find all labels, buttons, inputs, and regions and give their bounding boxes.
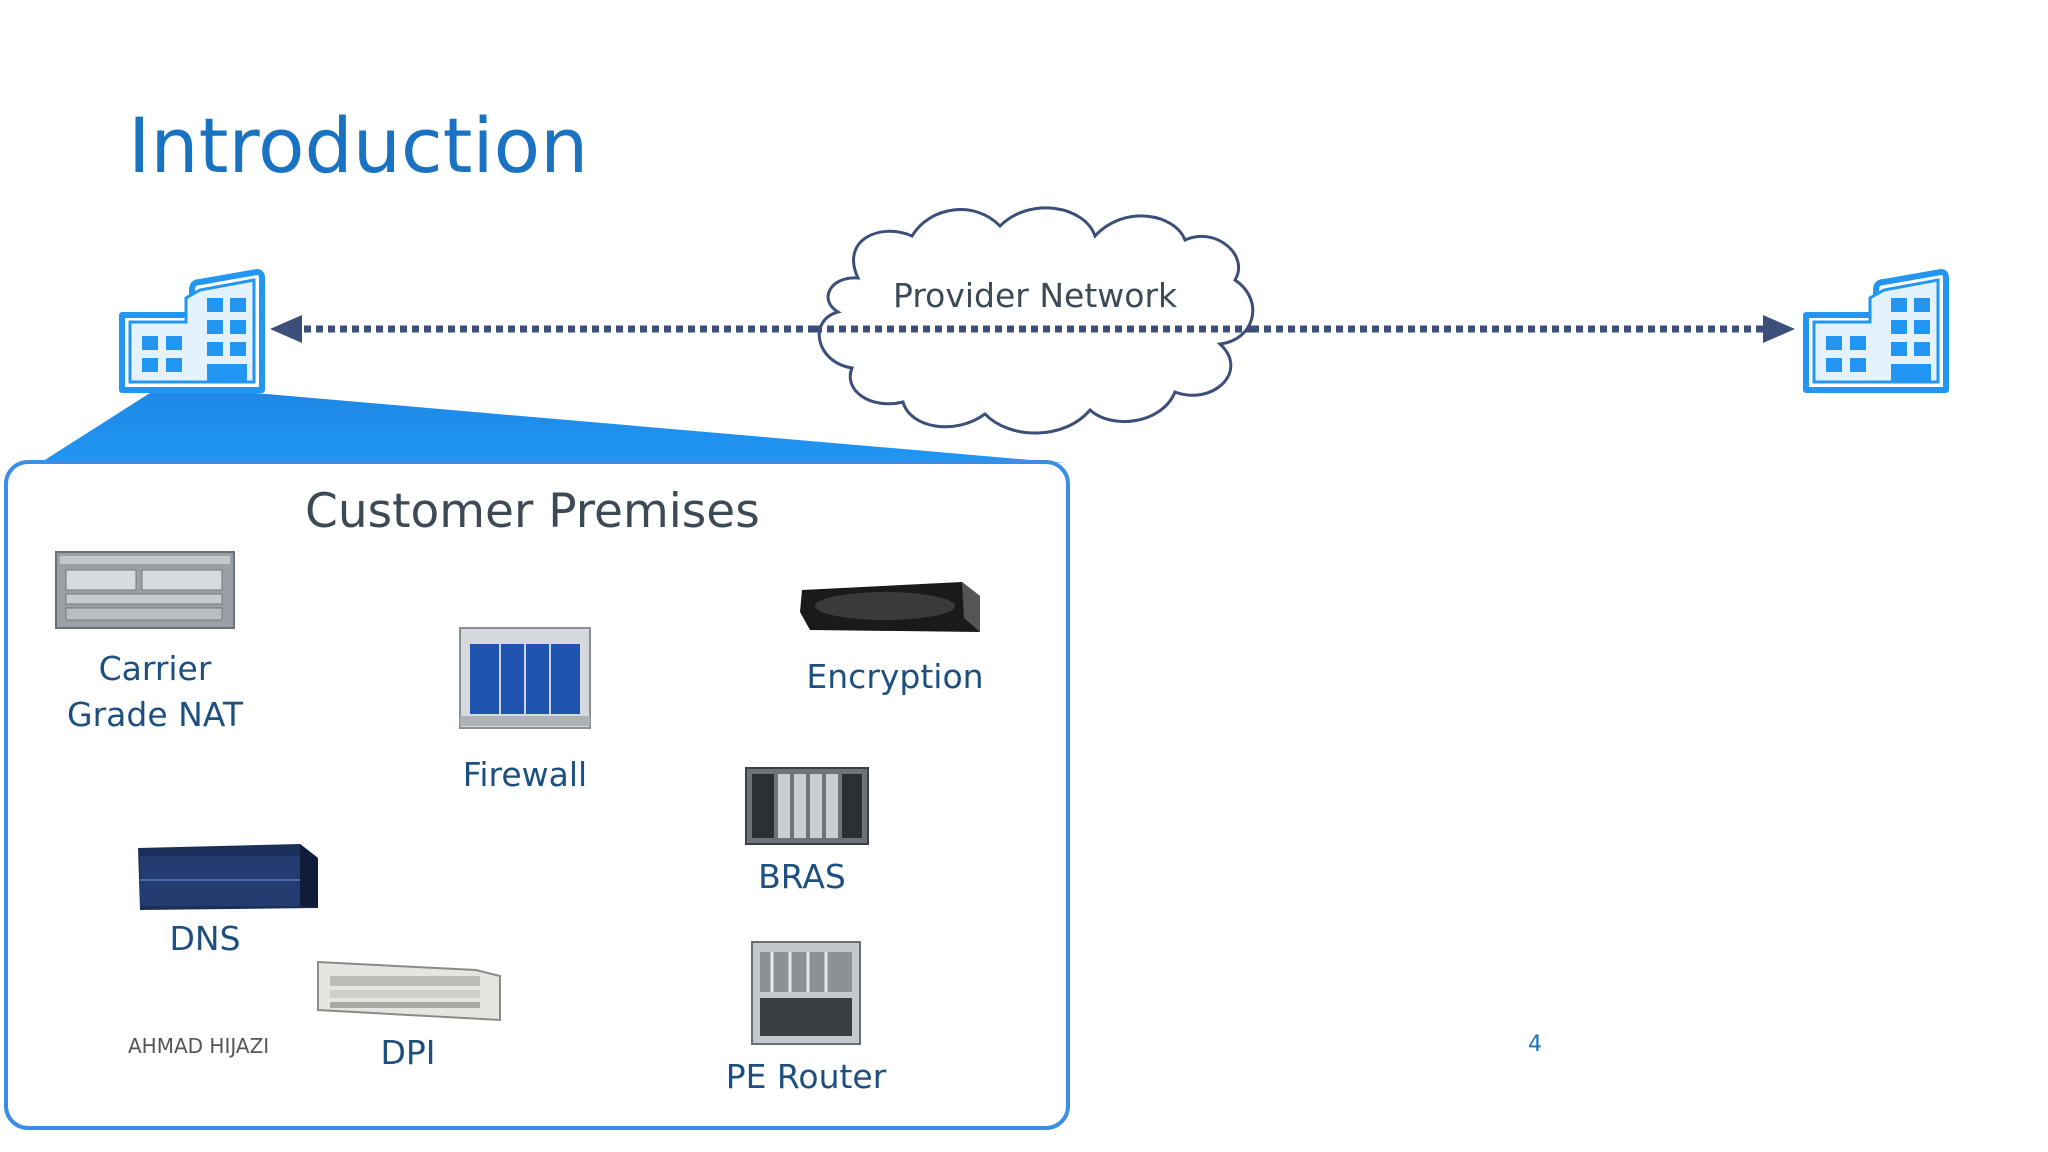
cgnat-device-icon: [55, 551, 235, 629]
bras-device-icon: [745, 767, 869, 845]
dns-label: DNS: [169, 919, 241, 958]
dpi-device-icon: [317, 960, 501, 1022]
pe-router-device-icon: [751, 941, 861, 1045]
dpi-label: DPI: [380, 1033, 436, 1072]
footer-author: AHMAD HIJAZI: [128, 1034, 270, 1058]
zoom-wedge: [40, 393, 1065, 463]
encryption-label: Encryption: [806, 657, 984, 696]
pe-router-label: PE Router: [725, 1057, 887, 1096]
building-icon-left: [119, 269, 265, 393]
building-icon-right: [1803, 269, 1949, 393]
firewall-label: Firewall: [462, 755, 588, 794]
cloud-icon: [817, 206, 1255, 435]
slide-title: Introduction: [128, 101, 589, 190]
dns-device-icon: [138, 844, 318, 910]
provider-network-label: Provider Network: [893, 276, 1178, 315]
customer-premises-title: Customer Premises: [305, 484, 760, 539]
cgnat-label: Carrier Grade NAT: [50, 646, 260, 738]
page-number: 4: [1528, 1032, 1542, 1057]
encryption-device-icon: [800, 582, 980, 632]
cgnat-label-line2: Grade NAT: [67, 695, 243, 734]
firewall-device-icon: [459, 627, 591, 729]
cgnat-label-line1: Carrier: [98, 649, 212, 688]
bras-label: BRAS: [758, 857, 846, 896]
